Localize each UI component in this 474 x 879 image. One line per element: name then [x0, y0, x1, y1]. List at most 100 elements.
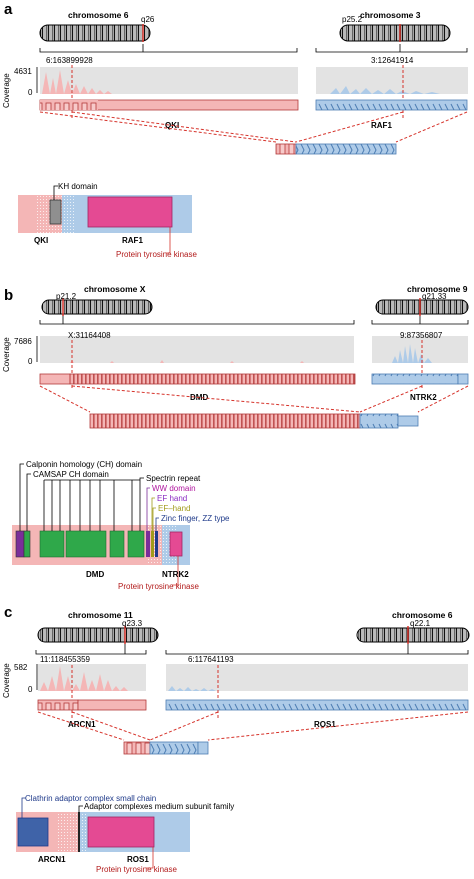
- ef-leader-1: [151, 497, 155, 531]
- breakpoint-coordinate-right: 6:117641193: [188, 655, 234, 664]
- coverage-peaks-left: [42, 70, 112, 94]
- breakpoint-coordinate-left: X:31164408: [68, 331, 111, 340]
- domain-leader-lines: [19, 463, 144, 531]
- kinase-leader: [172, 556, 179, 586]
- gene-model-arcn1: [37, 699, 79, 711]
- kinase-domain-box: [87, 816, 155, 848]
- spectrin-repeat-box-2: [65, 530, 107, 558]
- protein-label-ntrk2: NTRK2: [162, 570, 189, 579]
- coverage-ymax: 582: [14, 663, 28, 672]
- kinase-leader: [146, 847, 154, 869]
- protein-label-ros1: ROS1: [127, 855, 149, 864]
- gene-model-dmd-head: [39, 373, 71, 385]
- panel-a: a chromosome 6 q26 chromosome 3 p25.2 Co…: [2, 1, 468, 259]
- coverage-ymax: 4631: [14, 67, 32, 76]
- coverage-ymin: 0: [28, 88, 33, 97]
- kinase-label: Protein tyrosine kinase: [116, 250, 197, 259]
- kinase-domain-box: [87, 196, 173, 228]
- domain-label-camsap: CAMSAP CH domain: [33, 470, 109, 479]
- gene-model-qki-exons: [40, 100, 98, 110]
- coverage-ymin: 0: [28, 685, 33, 694]
- ch-domain-2-box: [23, 530, 31, 558]
- coverage-ymin: 0: [28, 357, 33, 366]
- fusion-connector-lines: [39, 385, 469, 413]
- zoom-bracket-right: [315, 44, 468, 53]
- domain-label-ef-hand-2: EF–hand: [158, 504, 190, 513]
- domain-label-ww: WW domain: [152, 484, 196, 493]
- kinase-label: Protein tyrosine kinase: [96, 865, 177, 874]
- zoom-bracket-right: [371, 316, 469, 325]
- band-label-right: q21.33: [422, 292, 447, 301]
- fusion-transcript-5prime: [123, 741, 151, 755]
- breakpoint-coordinate-left: 11:118455359: [40, 655, 91, 664]
- kinase-label: Protein tyrosine kinase: [118, 582, 199, 591]
- coverage-peaks-right: [392, 344, 432, 363]
- fusion-transcript-tail: [197, 741, 209, 755]
- spectrin-repeat-box-3: [109, 530, 125, 558]
- fusion-junction-dots: [56, 812, 88, 852]
- domain-label-spectrin: Spectrin repeat: [146, 474, 201, 483]
- zoom-bracket-left: [39, 44, 298, 53]
- chromosome-ideogram-right: [356, 627, 470, 643]
- kh-domain-box: [49, 199, 62, 225]
- coverage-peaks-right: [330, 86, 440, 94]
- zoom-bracket-left: [35, 644, 147, 655]
- gene-label-raf1: RAF1: [371, 121, 392, 130]
- ch-domain-1-box: [15, 530, 25, 558]
- coverage-axis-label: Coverage: [2, 337, 11, 372]
- fusion-connector-lines: [39, 111, 468, 143]
- fusion-transcript-5prime: [275, 143, 297, 155]
- band-label-right: q22.1: [410, 619, 431, 628]
- clathrin-domain-box: [17, 817, 49, 847]
- kinase-domain-box: [169, 531, 183, 557]
- gene-label-arcn1: ARCN1: [68, 720, 96, 729]
- panel-letter-a: a: [4, 1, 13, 18]
- coverage-axis-label: Coverage: [2, 73, 11, 108]
- gene-label-ntrk2: NTRK2: [410, 393, 437, 402]
- gene-model-raf1: [315, 99, 468, 111]
- domain-label-zz: Zinc finger, ZZ type: [161, 514, 230, 523]
- protein-label-arcn1: ARCN1: [38, 855, 66, 864]
- coverage-track-right: [166, 664, 468, 691]
- coverage-peaks-left: [40, 666, 128, 691]
- band-label-left: p21.2: [56, 292, 77, 301]
- panel-c: c chromosome 11 q23.3 chromosome 6 q22.1…: [2, 604, 470, 874]
- chromosome-ideogram-right: [339, 24, 451, 42]
- zz-finger-box: [155, 531, 158, 557]
- zz-leader: [155, 517, 159, 531]
- coverage-track-right: [316, 67, 468, 94]
- gene-model-ntrk2: [371, 373, 459, 385]
- chromosome-ideogram-left: [39, 24, 151, 42]
- panel-letter-c: c: [4, 604, 12, 621]
- spectrin-repeat-box-1: [39, 530, 65, 558]
- band-label-right: p25.2: [342, 15, 363, 24]
- fusion-connector-lines: [37, 711, 469, 741]
- ef-hand-box: [151, 531, 154, 557]
- breakpoint-coordinate-right: 3:12641914: [371, 56, 414, 65]
- adaptor-leader: [78, 805, 83, 812]
- coverage-peaks-right: [168, 686, 216, 691]
- protein-label-raf1: RAF1: [122, 236, 143, 245]
- adaptor-domain-box: [78, 812, 80, 852]
- domain-label-ef-hand: EF hand: [157, 494, 187, 503]
- band-label-left: q26: [141, 15, 155, 24]
- clathrin-domain-label: Clathrin adaptor complex small chain: [25, 794, 156, 803]
- chromosome-label-left: chromosome 11: [68, 610, 133, 620]
- gene-label-ros1: ROS1: [314, 720, 336, 729]
- coverage-track-left: [40, 336, 354, 363]
- breakpoint-coordinate-right: 9:87356807: [400, 331, 443, 340]
- protein-label-dmd: DMD: [86, 570, 104, 579]
- ww-leader: [146, 487, 150, 531]
- panel-b: b chromosome X p21.2 chromosome 9 q21.33…: [2, 284, 469, 591]
- fusion-transcript-3prime: [149, 741, 199, 755]
- coverage-axis-label: Coverage: [2, 663, 11, 698]
- domain-label-ch: Calponin homology (CH) domain: [26, 460, 142, 469]
- gene-model-arcn1-tail: [77, 699, 147, 711]
- chromosome-label-right: chromosome 6: [392, 610, 453, 620]
- breakpoint-coordinate-left: 6:163899928: [46, 56, 93, 65]
- chromosome-label-left: chromosome 6: [68, 10, 129, 20]
- protein-label-qki: QKI: [34, 236, 48, 245]
- zoom-bracket-left: [39, 316, 355, 325]
- chromosome-label-right: chromosome 9: [407, 284, 468, 294]
